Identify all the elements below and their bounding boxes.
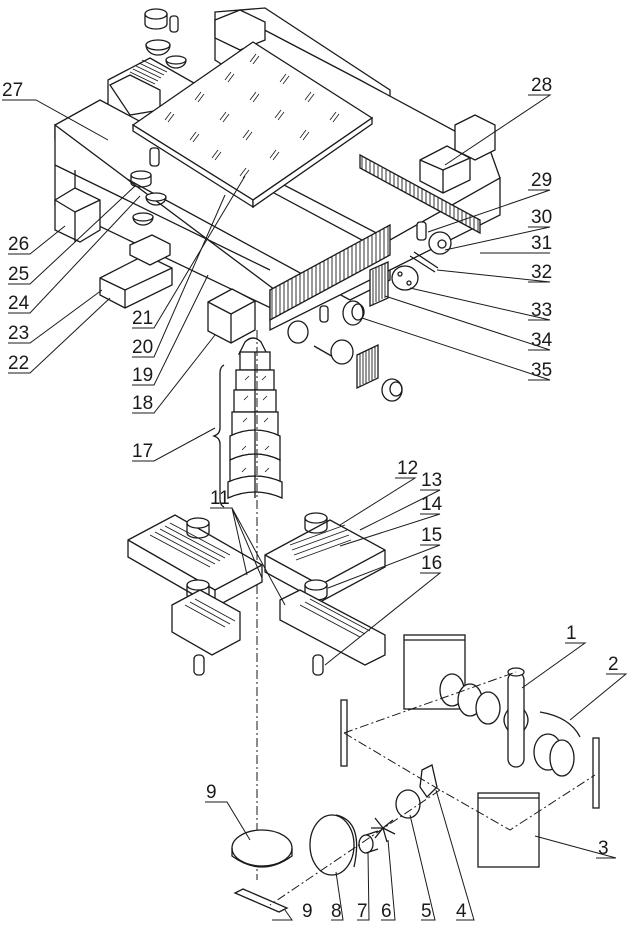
label-4: 4 (456, 901, 467, 922)
filter-plate-lower (477, 792, 540, 868)
callouts: 27 26 25 24 23 22 21 20 19 18 17 28 29 3… (2, 75, 628, 922)
label-19: 19 (132, 365, 153, 386)
label-32: 32 (531, 262, 552, 283)
label-30: 30 (531, 207, 552, 228)
label-21: 21 (132, 308, 153, 329)
label-18: 18 (132, 393, 153, 414)
chopper-wheel (371, 817, 396, 843)
label-7: 7 (357, 901, 368, 922)
label-23: 23 (8, 323, 29, 344)
lamp-tube (507, 671, 525, 768)
label-28: 28 (531, 75, 552, 96)
label-33: 33 (531, 300, 552, 321)
label-17: 17 (132, 441, 153, 462)
label-27: 27 (2, 80, 23, 101)
label-9-lens: 9 (206, 782, 217, 803)
label-13: 13 (421, 470, 442, 491)
label-9-mirror: 9 (302, 901, 313, 922)
vertical-lens-stack (211, 337, 283, 508)
label-1: 1 (566, 623, 577, 644)
label-6: 6 (381, 901, 392, 922)
label-24: 24 (8, 293, 30, 314)
label-11: 11 (210, 488, 230, 509)
label-15: 15 (421, 525, 442, 546)
label-5: 5 (421, 901, 432, 922)
label-2: 2 (608, 654, 619, 675)
label-14: 14 (421, 494, 443, 515)
label-25: 25 (8, 264, 29, 285)
top-plate-with-hatch-marks (131, 41, 374, 209)
top-optics-stack (129, 8, 187, 226)
label-8: 8 (331, 901, 342, 922)
lower-optics (231, 634, 600, 913)
label-12: 12 (397, 458, 418, 479)
right-small-parts (287, 221, 452, 402)
label-26: 26 (8, 234, 29, 255)
left-stage-assembly (127, 514, 263, 676)
label-22: 22 (8, 353, 29, 374)
label-29: 29 (531, 170, 552, 191)
label-3: 3 (598, 838, 609, 859)
label-16: 16 (421, 553, 442, 574)
label-34: 34 (531, 330, 553, 351)
label-35: 35 (531, 360, 552, 381)
label-31: 31 (531, 233, 552, 254)
heatsink-fins (269, 153, 481, 390)
right-stage-assembly (264, 512, 386, 676)
label-20: 20 (132, 337, 153, 358)
